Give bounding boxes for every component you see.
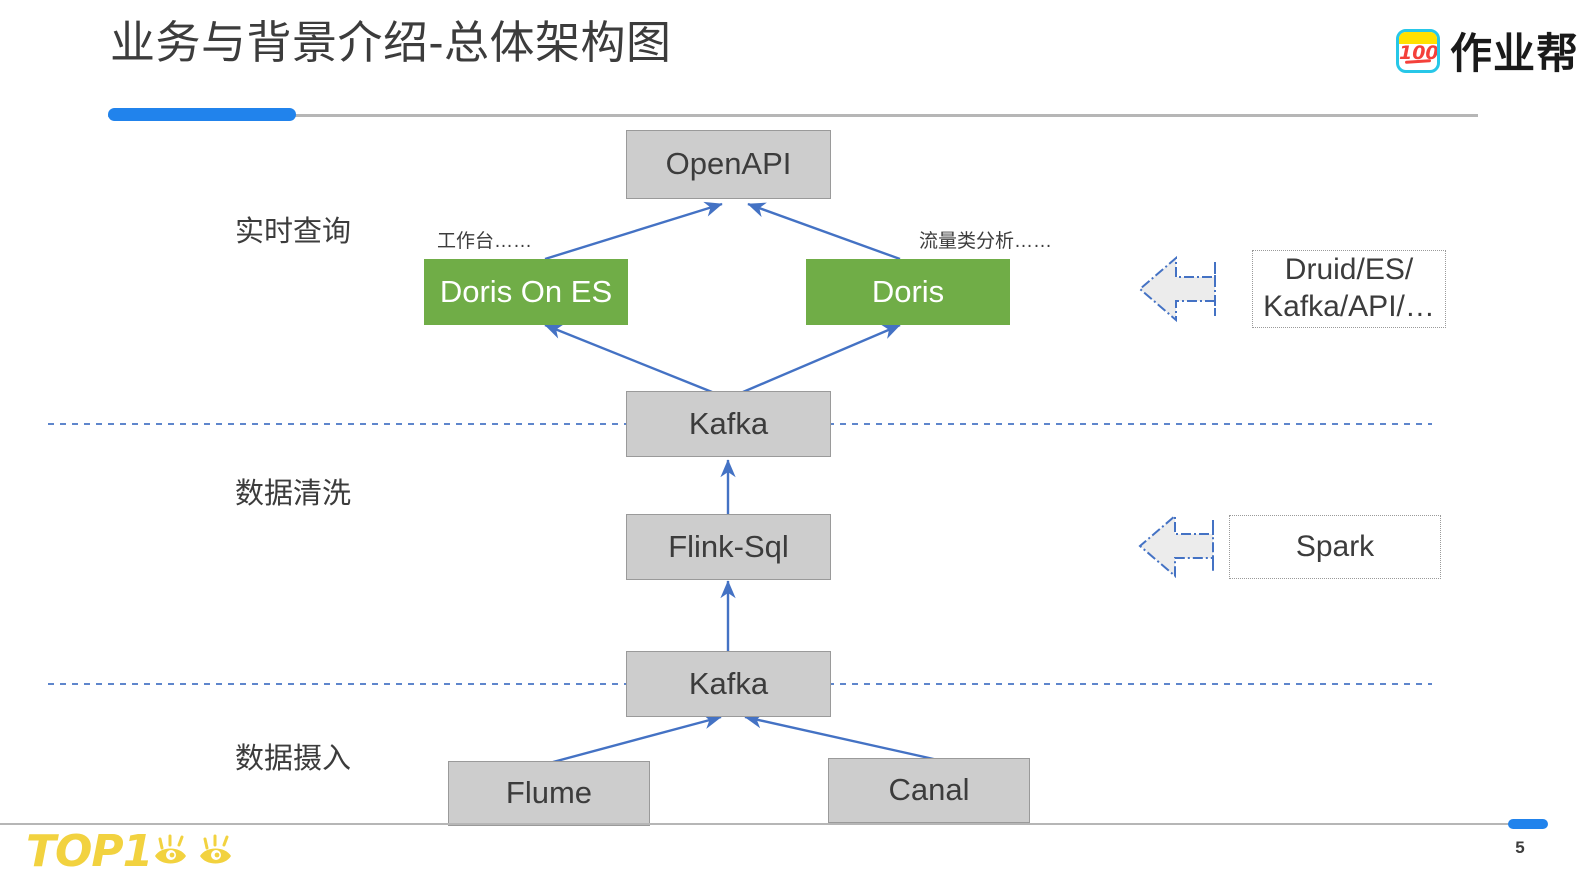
node-kafka-ingest-label: Kafka [688, 665, 769, 701]
edge-flume-kafka [552, 714, 722, 764]
node-kafka-query-label: Kafka [688, 405, 769, 441]
edge-note-workbench: 工作台…… [437, 231, 533, 252]
edge-canal-kafka [744, 713, 948, 764]
edge-note-traffic-analysis: 流量类分析…… [919, 231, 1053, 252]
brand-logo: 100 作业帮 [1395, 20, 1579, 81]
edge-kafka-dorisonies [544, 323, 713, 394]
node-flink-sql[interactable]: Flink-Sql [626, 514, 831, 580]
node-canal[interactable]: Canal [828, 758, 1030, 823]
legacy-note-query-line2: Kafka/API/… [1263, 290, 1435, 323]
node-openapi-label: OpenAPI [665, 146, 792, 182]
node-doris-on-es-label: Doris On ES [439, 273, 613, 309]
top1-logo: TOP1 [26, 826, 248, 877]
stage-label-data-ingestion: 数据摄入 [235, 743, 352, 775]
badge-cap [1398, 31, 1437, 44]
legacy-arrow-cleaning [1138, 513, 1214, 579]
title-accent-bar [108, 108, 296, 121]
top1-logo-text: TOP1 [26, 826, 153, 877]
page-number: 5 [1515, 838, 1525, 857]
legacy-note-cleaning-line1: Spark [1295, 529, 1375, 563]
legacy-arrow-query [1138, 255, 1216, 323]
node-flume[interactable]: Flume [448, 761, 650, 826]
edge-kafka-doris [742, 323, 901, 394]
node-kafka-query[interactable]: Kafka [626, 391, 831, 457]
legacy-note-query[interactable]: Druid/ES/ Kafka/API/… [1252, 250, 1446, 328]
node-flume-label: Flume [505, 775, 593, 811]
node-openapi[interactable]: OpenAPI [626, 130, 831, 199]
hundred-points-icon: 100 [1395, 28, 1440, 73]
stage-label-data-cleaning: 数据清洗 [235, 478, 352, 510]
edge-dorisonies-openapi [544, 201, 723, 261]
stage-label-realtime-query: 实时查询 [235, 216, 352, 248]
title-divider [108, 114, 1478, 117]
page-title: 业务与背景介绍-总体架构图 [110, 17, 672, 68]
badge-number: 100 [1398, 41, 1439, 64]
node-doris-label: Doris [871, 273, 945, 309]
footer-divider [0, 823, 1528, 825]
node-flink-sql-label: Flink-Sql [668, 528, 789, 564]
eyes-icon [155, 834, 232, 863]
legacy-note-cleaning[interactable]: Spark [1229, 515, 1441, 579]
node-doris-on-es[interactable]: Doris On ES [424, 259, 628, 325]
node-doris[interactable]: Doris [806, 259, 1010, 325]
brand-name: 作业帮 [1449, 30, 1579, 77]
footer-accent-bar [1508, 819, 1548, 829]
node-canal-label: Canal [888, 772, 970, 808]
edge-doris-openapi [747, 202, 901, 261]
node-kafka-ingest[interactable]: Kafka [626, 651, 831, 717]
diagram-edges [544, 201, 948, 764]
legacy-note-query-line1: Druid/ES/ [1284, 253, 1414, 287]
